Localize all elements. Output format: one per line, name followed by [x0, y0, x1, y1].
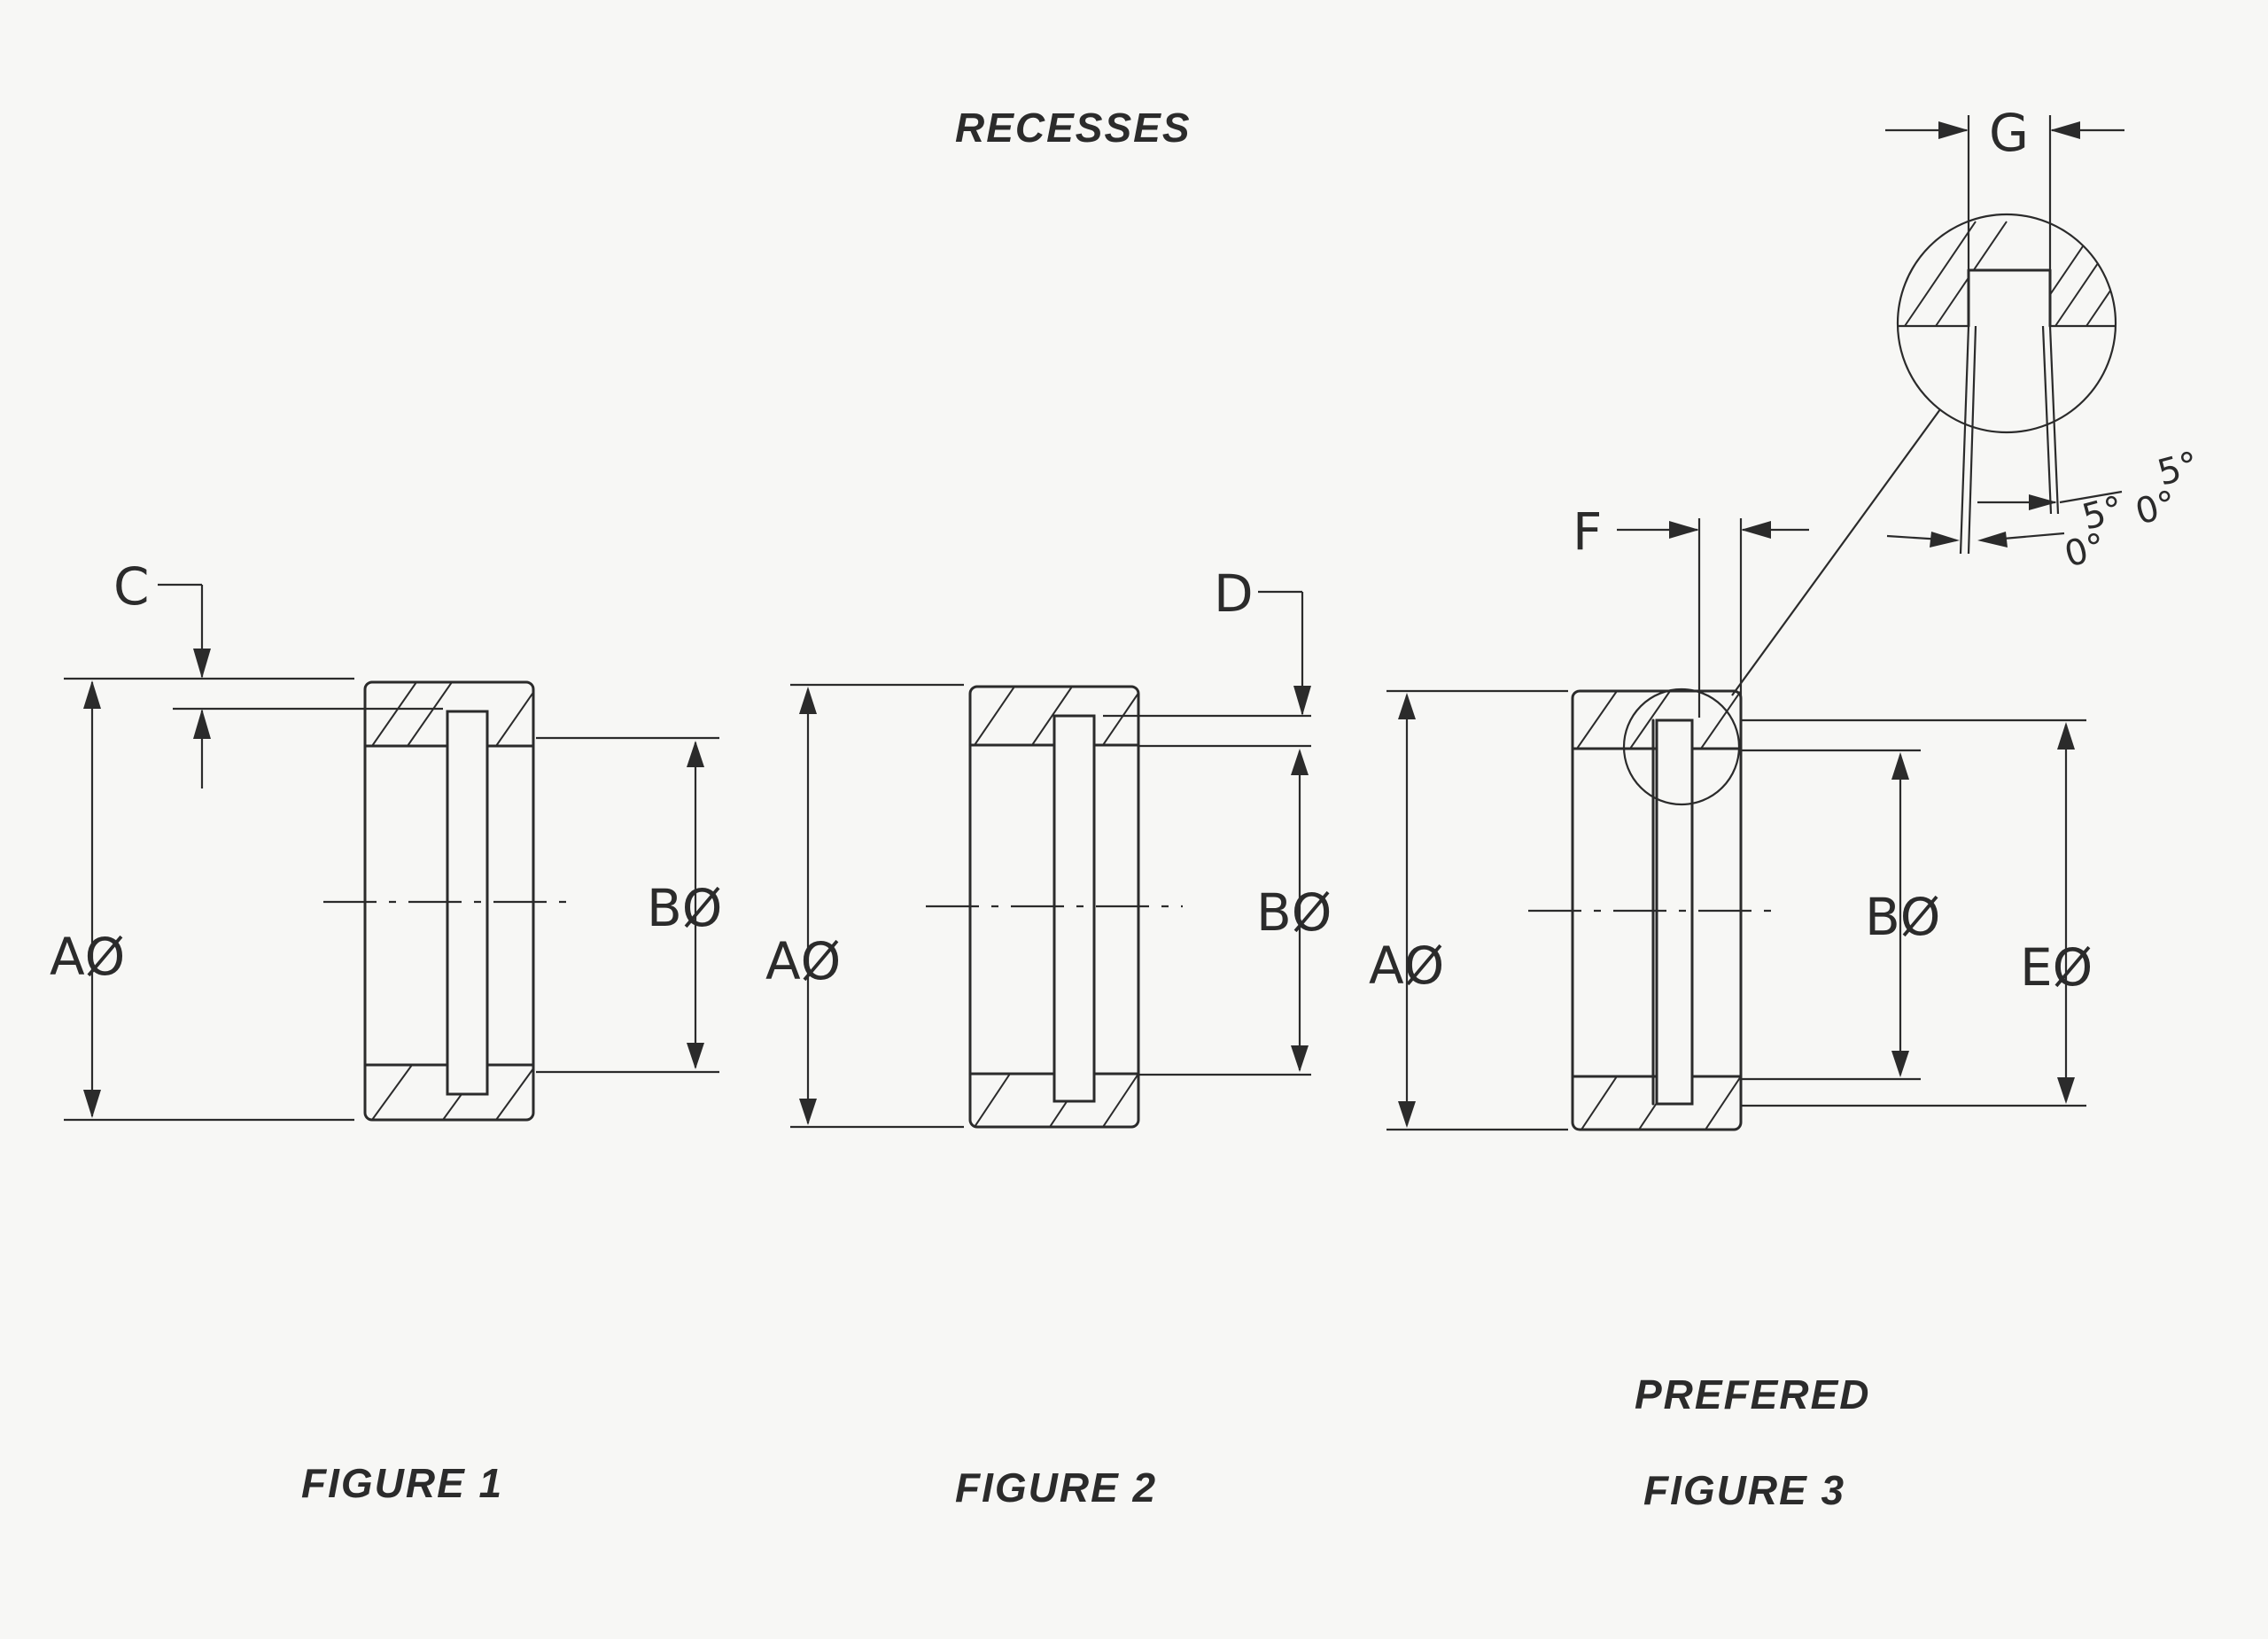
figure-3-label-b: BØ — [1865, 887, 1940, 947]
drawing-title: RECESSES — [955, 105, 1192, 151]
figure-1-caption: FIGURE 1 — [301, 1460, 503, 1506]
figure-3-label-e: EØ — [2020, 937, 2093, 998]
figure-2: AØ BØ D FIGURE 2 — [765, 563, 1332, 1511]
figure-3-hatch-top — [1576, 691, 1741, 749]
figure-3-note: PREFERED — [1635, 1371, 1870, 1418]
figure-2-recess — [1052, 714, 1096, 1103]
figure-1-label-c: C — [113, 556, 150, 617]
figure-2-caption: FIGURE 2 — [955, 1464, 1157, 1511]
figure-2-label-d: D — [1214, 563, 1254, 624]
figure-1-label-b: BØ — [647, 878, 722, 938]
figure-2-label-b: BØ — [1256, 882, 1332, 943]
figure-3-label-g: G — [1989, 103, 2029, 163]
figure-2-label-a: AØ — [765, 931, 841, 991]
figure-1-label-a: AØ — [50, 927, 125, 987]
figure-1: AØ BØ C FIGURE 1 — [50, 556, 722, 1506]
figure-3-recess — [1655, 719, 1694, 1106]
figure-3-detail-view — [1896, 115, 2117, 555]
figure-3-caption: FIGURE 3 — [1643, 1467, 1845, 1513]
figure-3-label-a: AØ — [1369, 936, 1444, 996]
figure-3-detail-marker — [1622, 687, 1741, 806]
figure-1-hatch-top — [371, 682, 533, 746]
figure-3-label-f: F — [1573, 501, 1602, 562]
figure-3: AØ BØ EØ F — [1369, 103, 2202, 1513]
